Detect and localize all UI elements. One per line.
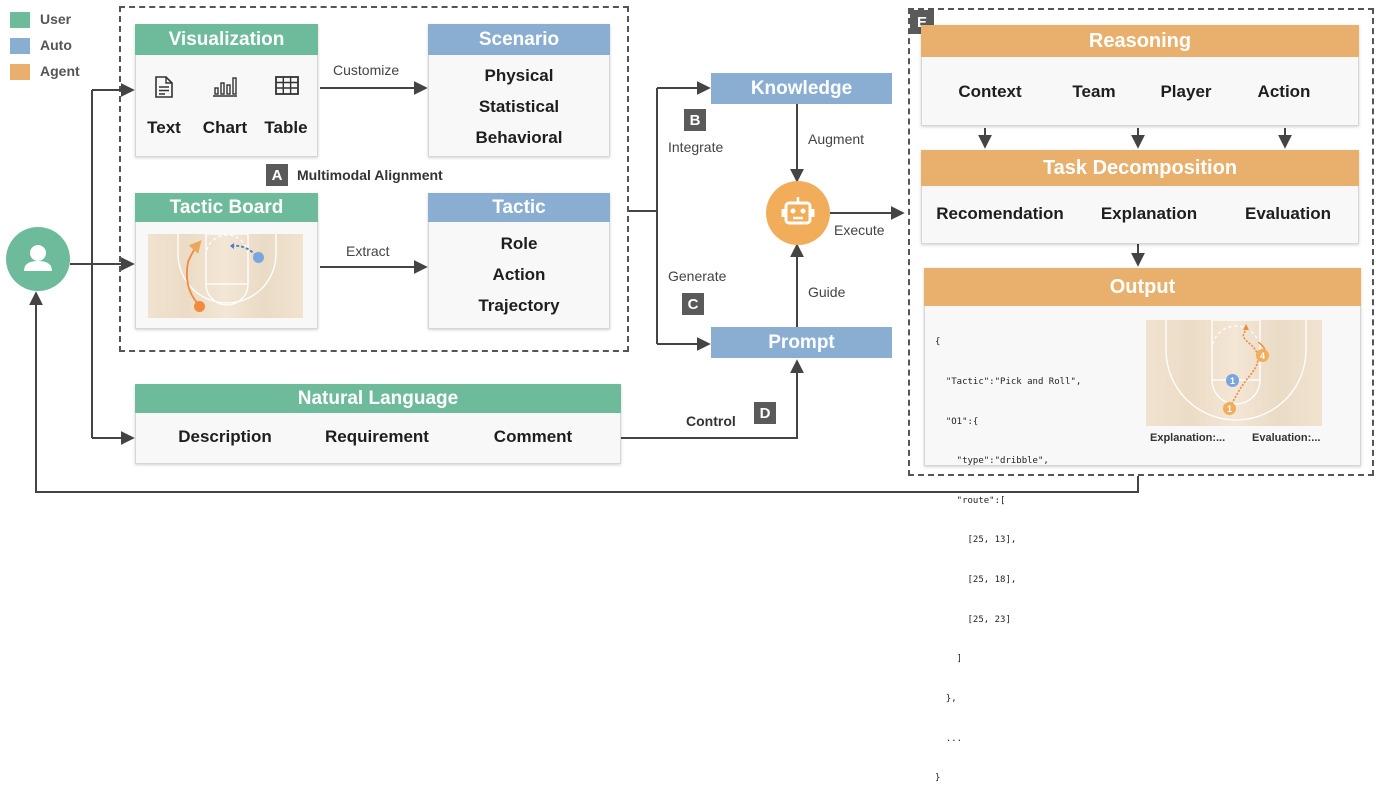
output-player-1-defense: 1 <box>1226 374 1239 387</box>
generate-label: Generate <box>668 268 727 284</box>
task-decomposition-title: Task Decomposition <box>921 150 1359 186</box>
visualization-title: Visualization <box>135 24 318 55</box>
code-line: [25, 23] <box>935 614 1011 625</box>
code-line: [25, 18], <box>935 575 1017 586</box>
badge-c: C <box>682 293 704 315</box>
code-line: } <box>935 773 941 784</box>
court-lines <box>177 233 277 307</box>
user-avatar[interactable] <box>6 227 70 291</box>
visualization-table-label: Table <box>264 118 308 137</box>
reasoning-title: Reasoning <box>921 25 1359 57</box>
tactic-title: Tactic <box>428 193 610 222</box>
natural-language-item: Requirement <box>325 427 429 446</box>
output-player-1-offense: 1 <box>1223 402 1236 415</box>
code-line: ] <box>935 654 963 665</box>
integrate-label: Integrate <box>668 139 724 155</box>
agent-robot[interactable] <box>766 181 830 245</box>
scenario-item: Behavioral <box>475 128 563 147</box>
tactic-item: Action <box>492 265 546 284</box>
output-player-4: 4 <box>1256 349 1269 362</box>
scenario-title: Scenario <box>428 24 610 55</box>
reasoning-player: Player <box>1160 82 1212 101</box>
scenario-item: Physical <box>484 66 554 85</box>
code-line: ... <box>935 733 963 744</box>
knowledge-box: Knowledge <box>711 73 892 104</box>
legend-swatch-user <box>10 12 30 28</box>
augment-label: Augment <box>808 131 865 147</box>
natural-language-item: Description <box>178 427 272 446</box>
execute-label: Execute <box>834 222 885 238</box>
guide-label: Guide <box>808 284 846 300</box>
extract-label: Extract <box>346 243 390 259</box>
code-line: { <box>935 337 941 348</box>
reasoning-team: Team <box>1072 82 1116 101</box>
legend-swatch-agent <box>10 64 30 80</box>
visualization-text-label: Text <box>147 118 181 137</box>
output-evaluation: Evaluation:... <box>1252 432 1321 444</box>
natural-language-title: Natural Language <box>135 384 621 413</box>
player-1-offense <box>194 301 205 312</box>
tactic-item: Role <box>500 234 538 253</box>
robot-icon <box>781 197 815 225</box>
code-line: }, <box>935 693 957 704</box>
natural-language-item: Comment <box>493 427 573 446</box>
legend-label-auto: Auto <box>40 37 72 53</box>
legend-swatch-auto <box>10 38 30 54</box>
reasoning-context: Context <box>958 82 1022 101</box>
code-line: "type":"dribble", <box>935 456 1049 467</box>
output-explanation: Explanation:... <box>1150 432 1226 444</box>
chart-icon <box>213 77 237 97</box>
task-recomendation: Recomendation <box>936 204 1064 223</box>
code-line: [25, 13], <box>935 535 1017 546</box>
player-1-defense <box>253 252 264 263</box>
code-line: "O1":{ <box>935 416 979 427</box>
output-title: Output <box>924 268 1361 306</box>
text-icon <box>155 76 173 98</box>
badge-a: A <box>266 164 288 186</box>
control-label: Control <box>686 413 736 429</box>
output-json-code: { "Tactic":"Pick and Roll", "O1":{ "type… <box>935 310 1081 799</box>
legend-label-agent: Agent <box>40 63 80 79</box>
scenario-item: Statistical <box>478 97 560 116</box>
task-evaluation: Evaluation <box>1245 204 1331 223</box>
visualization-chart-label: Chart <box>202 118 248 137</box>
legend-label-user: User <box>40 11 72 27</box>
user-icon <box>24 245 52 271</box>
badge-d: D <box>754 402 776 424</box>
customize-label: Customize <box>333 62 400 78</box>
tactic-item: Trajectory <box>478 296 560 315</box>
task-explanation: Explanation <box>1100 204 1198 223</box>
table-icon <box>275 76 299 95</box>
code-line: "Tactic":"Pick and Roll", <box>935 377 1082 388</box>
tactic-board-title: Tactic Board <box>135 193 318 222</box>
tactic-board-court <box>148 233 303 318</box>
multimodal-alignment-label: Multimodal Alignment <box>297 167 443 183</box>
alignment-group <box>119 6 629 352</box>
prompt-box: Prompt <box>711 327 892 358</box>
badge-b: B <box>684 109 706 131</box>
agent-group <box>908 8 1374 476</box>
reasoning-action: Action <box>1257 82 1311 101</box>
